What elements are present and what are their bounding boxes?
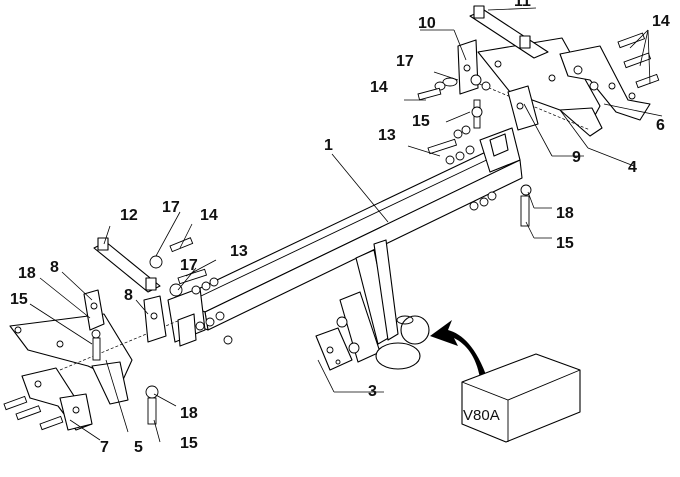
callout-7: 7 [100,439,109,456]
callout-4: 4 [628,159,637,176]
callout-15-upper: 15 [412,113,430,130]
leader-lines [29,7,663,443]
callout-6: 6 [656,117,665,134]
right-mount-bracket [507,85,539,227]
variant-box: V80A [461,353,581,443]
left-mount-bracket-outer [83,289,105,361]
callout-12: 12 [120,207,138,224]
callout-11: 11 [514,0,531,10]
variant-label: V80A [463,407,500,424]
callout-15-right: 15 [556,235,574,252]
callout-9: 9 [572,149,581,166]
callout-10: 10 [418,15,436,32]
callout-8-left: 8 [50,259,59,276]
right-frame-plate [559,45,651,121]
left-frame-plate [21,367,93,431]
left-mount-bracket-inner [143,295,167,425]
callout-17-mid: 17 [162,199,180,216]
upper-bolt-train [427,99,497,211]
callout-14-mid: 14 [200,207,218,224]
left-side-arm [9,313,181,405]
callout-14-upper: 14 [370,79,388,96]
callout-14-right: 14 [652,13,670,30]
lower-bolt-train [169,268,233,345]
left-bolt-set [3,395,64,431]
callout-3: 3 [368,383,377,400]
callout-17-upper: 17 [396,53,414,70]
callout-18-bottom: 18 [180,405,198,422]
crossbar-beam [167,127,523,347]
callout-15-left: 15 [10,291,28,308]
curved-arrow [430,320,488,380]
callout-15-bottom: 15 [180,435,198,452]
callout-13-lower: 13 [230,243,248,260]
callout-5: 5 [134,439,143,456]
callout-18-left: 18 [18,265,36,282]
callout-labels: 1 3 4 5 6 7 8 8 9 10 11 12 13 13 14 14 1… [10,0,670,456]
callout-8-inner: 8 [124,287,133,304]
callout-13-upper: 13 [378,127,396,144]
callout-17-lower: 17 [180,257,198,274]
callout-18-right: 18 [556,205,574,222]
callout-1: 1 [324,137,333,154]
tow-neck-assembly [315,239,430,371]
right-bolt-set [573,32,660,91]
